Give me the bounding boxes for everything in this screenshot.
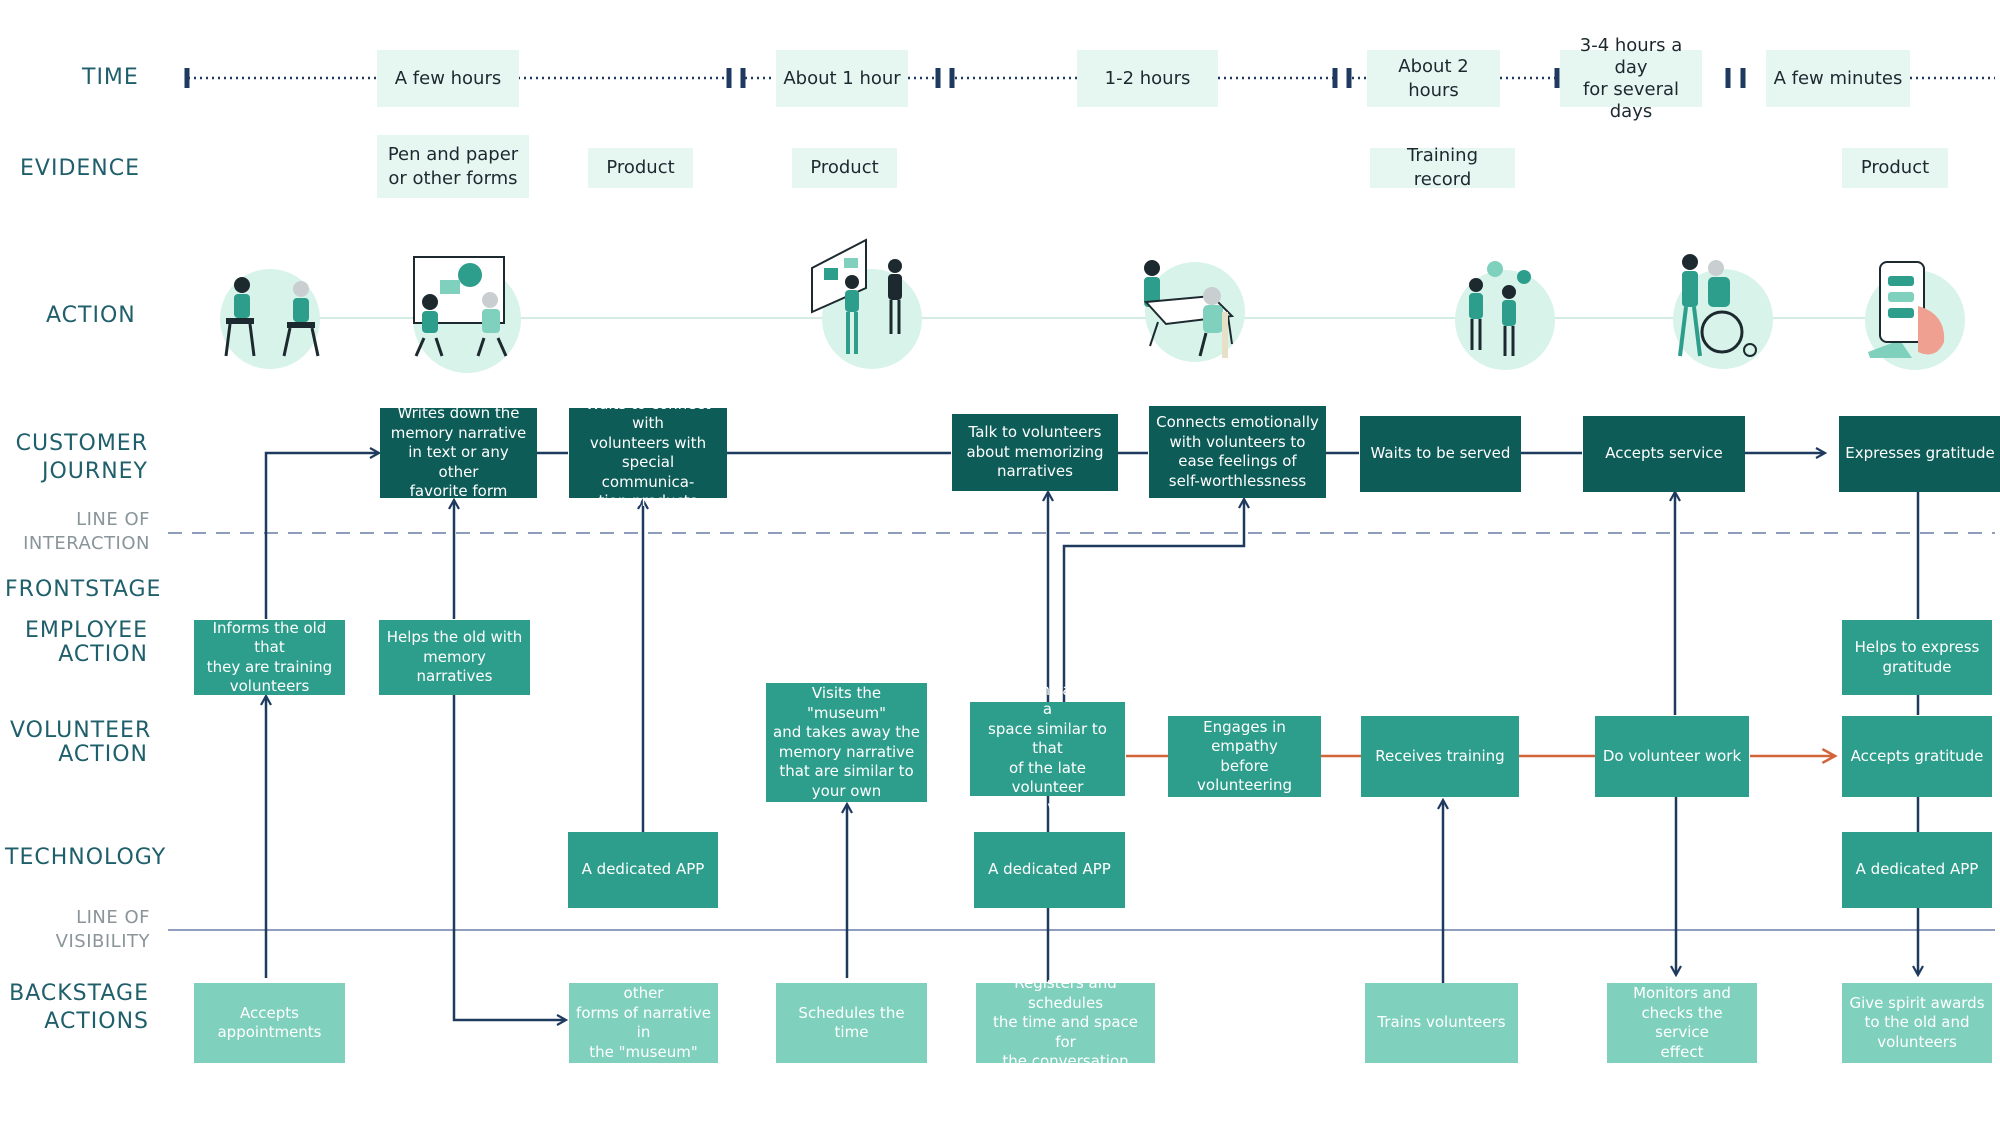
lane-label-technology: TECHNOLOGY (5, 845, 167, 870)
backstage-step: Accepts appointments (194, 983, 345, 1063)
technology-item: A dedicated APP (1842, 832, 1992, 908)
people-at-table-icon (1143, 260, 1245, 362)
backstage-step: Trains volunteers (1365, 983, 1518, 1063)
employee-step: Helps the old with memory narratives (379, 620, 530, 695)
person-at-display-wall-icon (811, 238, 922, 369)
lane-label-line-of-visibility: LINE OF VISIBILITY (55, 907, 150, 952)
time-box: About 1 hour (776, 50, 908, 107)
time-box: A few minutes (1766, 50, 1910, 107)
volunteer-step: Communicates in a space similar to that … (970, 681, 1125, 816)
lane-label-frontstage: FRONTSTAGE (5, 577, 162, 602)
lane-label-employee-action: EMPLOYEE ACTION (25, 618, 148, 667)
customer-step: Connects emotionally with volunteers to … (1149, 406, 1326, 498)
volunteer-step: Engages in empathy before volunteering (1168, 716, 1321, 797)
customer-step: Writes down the memory narrative in text… (380, 404, 537, 500)
evidence-box: Product (1842, 148, 1948, 188)
vertical-connectors (266, 453, 1918, 1020)
volunteer-step: Accepts gratitude (1842, 716, 1992, 797)
caregiver-with-wheelchair-icon (1673, 254, 1773, 369)
backstage-step: Give spirit awards to the old and volunt… (1842, 983, 1992, 1063)
employee-step: Helps to express gratitude (1842, 620, 1992, 695)
volunteer-step: Visits the "museum" and takes away the m… (766, 683, 927, 802)
backstage-step: Places notes or other forms of narrative… (569, 965, 718, 1080)
evidence-box: Product (588, 148, 693, 188)
volunteer-step: Do volunteer work (1595, 716, 1749, 797)
customer-step: Waits to be served (1360, 416, 1521, 492)
customer-step: Expresses gratitude (1839, 416, 2000, 492)
employee-step: Informs the old that they are training v… (194, 619, 345, 695)
lane-label-line-of-interaction: LINE OF INTERACTION (23, 509, 150, 554)
evidence-box: Pen and paper or other forms (377, 135, 529, 198)
phone-in-hand-icon (1865, 261, 1965, 370)
seated-people-with-board-icon (413, 256, 521, 373)
lane-label-action: ACTION (46, 303, 136, 328)
lane-label-evidence: EVIDENCE (20, 156, 140, 181)
lane-label-time: TIME (82, 65, 139, 90)
people-talking-icon (1455, 261, 1555, 370)
technology-item: A dedicated APP (568, 832, 718, 908)
time-box: 3-4 hours a day for several days (1560, 35, 1702, 122)
customer-step: Accepts service (1583, 416, 1745, 492)
time-box: 1-2 hours (1077, 50, 1218, 107)
backstage-step: Schedules the time (776, 983, 927, 1063)
volunteer-step: Receives training (1361, 716, 1519, 797)
backstage-step: Monitors and checks the service effect (1607, 983, 1757, 1063)
customer-step: Waits to connect with volunteers with sp… (569, 395, 727, 510)
evidence-box: Training record (1370, 145, 1515, 190)
technology-item: A dedicated APP (974, 832, 1125, 908)
evidence-box: Product (792, 148, 897, 188)
lane-label-customer-journey: CUSTOMER JOURNEY (15, 431, 148, 484)
backstage-step: Registers and schedules the time and spa… (976, 974, 1155, 1070)
customer-step: Talk to volunteers about memorizing narr… (952, 414, 1118, 491)
time-box: About 2 hours (1367, 50, 1500, 107)
two-seated-people-icon (220, 269, 320, 369)
time-box: A few hours (377, 50, 519, 107)
lane-label-volunteer-action: VOLUNTEER ACTION (10, 718, 152, 767)
lane-label-backstage-actions: BACKSTAGE ACTIONS (9, 981, 149, 1034)
